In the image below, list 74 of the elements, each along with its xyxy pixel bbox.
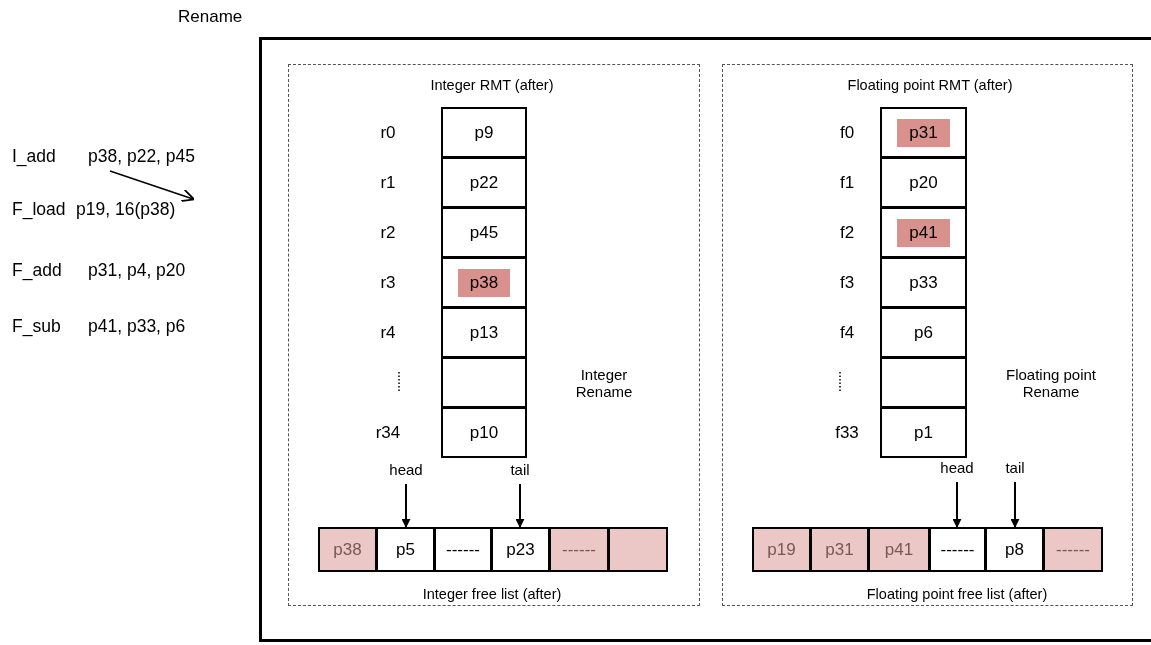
register-name: p1 xyxy=(914,422,933,443)
register-name: p33 xyxy=(909,272,938,293)
free-list-cell xyxy=(318,527,377,572)
register-label: r3 xyxy=(379,272,397,293)
register-label: r2 xyxy=(379,222,397,243)
free-list-cell xyxy=(985,527,1044,572)
register-label: r1 xyxy=(379,172,397,193)
free-list-cell xyxy=(752,527,811,572)
free-list-cell xyxy=(810,527,869,572)
arrow xyxy=(515,483,525,528)
free-list-cell xyxy=(549,527,609,572)
arrow xyxy=(401,483,411,528)
rename-panel xyxy=(722,64,1133,606)
register-label: r4 xyxy=(379,322,397,343)
table-caption: Integer free list (after) xyxy=(422,585,562,603)
free-list-cell xyxy=(376,527,435,572)
arrow xyxy=(952,481,962,528)
table-caption: Floating point free list (after) xyxy=(866,585,1048,603)
register-label: r34 xyxy=(374,422,402,443)
register-name: p22 xyxy=(469,172,499,193)
rename-panel xyxy=(288,64,700,606)
opcode: F_sub xyxy=(12,316,61,337)
operand-list: p41, p33, p6 xyxy=(88,316,186,337)
register-label: f3 xyxy=(838,272,856,293)
section-label: Integer Rename xyxy=(574,365,634,401)
free-list-cell xyxy=(1043,527,1103,572)
register-name: p38 xyxy=(333,539,362,560)
register-name: ------ xyxy=(562,539,596,560)
register-name: p20 xyxy=(909,172,938,193)
arrow xyxy=(109,170,196,203)
register-name: p6 xyxy=(914,322,933,343)
register-name: p23 xyxy=(506,539,535,560)
register-name: ------ xyxy=(446,539,480,560)
register-name: p13 xyxy=(469,322,499,343)
opcode: I_add xyxy=(12,146,56,167)
pointer-label: head xyxy=(939,459,975,477)
pointer-label: tail xyxy=(509,461,531,479)
free-list-cell xyxy=(491,527,550,572)
register-label: r0 xyxy=(379,122,397,143)
free-list-cell xyxy=(434,527,492,572)
register-name: p31 xyxy=(825,539,854,560)
register-name: p9 xyxy=(474,122,494,143)
highlighted-register: p31 xyxy=(897,118,950,147)
operand-list: p31, p4, p20 xyxy=(88,260,186,281)
register-name: ------ xyxy=(1056,539,1090,560)
table-title: Floating point RMT (after) xyxy=(847,76,1013,94)
opcode: F_add xyxy=(12,260,62,281)
register-label: f4 xyxy=(838,322,856,343)
highlighted-register: p41 xyxy=(897,218,950,247)
arrow xyxy=(1010,481,1020,528)
register-name: p8 xyxy=(1005,539,1024,560)
empty-cell xyxy=(441,357,527,408)
register-name: p19 xyxy=(767,539,796,560)
pointer-label: tail xyxy=(1004,459,1026,477)
register-label: f2 xyxy=(838,222,856,243)
opcode: F_load xyxy=(12,199,66,220)
register-name: p10 xyxy=(469,422,499,443)
register-name: p5 xyxy=(396,539,415,560)
register-label: f33 xyxy=(834,422,860,443)
section-label: Floating point Rename xyxy=(1004,365,1098,401)
highlighted-register: p38 xyxy=(457,268,511,297)
register-label: f0 xyxy=(838,122,856,143)
free-list-cell xyxy=(868,527,930,572)
register-name: p45 xyxy=(469,222,499,243)
register-label: f1 xyxy=(838,172,856,193)
pointer-label: head xyxy=(388,461,424,479)
stage-heading: Rename xyxy=(178,7,243,27)
register-name: p41 xyxy=(884,539,914,560)
empty-cell xyxy=(880,357,967,408)
register-name: ------ xyxy=(940,539,975,560)
table-title: Integer RMT (after) xyxy=(430,76,554,94)
operand-list: p38, p22, p45 xyxy=(88,146,196,167)
operand-list: p19, 16(p38) xyxy=(76,199,176,220)
free-list-cell xyxy=(929,527,986,572)
